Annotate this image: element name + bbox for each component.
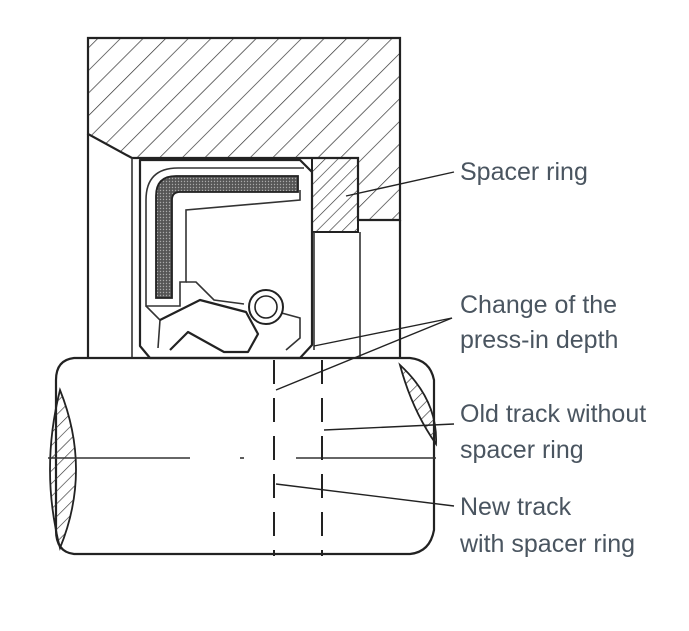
track-lines bbox=[273, 360, 323, 556]
metal-insert bbox=[155, 175, 299, 299]
label-new-line1: New track bbox=[460, 493, 572, 521]
label-old-line2: spacer ring bbox=[460, 436, 584, 464]
garter-spring bbox=[248, 289, 284, 325]
label-old-line1: Old track without bbox=[460, 400, 646, 428]
label-spacer-ring: Spacer ring bbox=[460, 158, 588, 186]
shaft bbox=[48, 356, 437, 556]
shaft-seal bbox=[138, 158, 315, 360]
leader-lines bbox=[275, 171, 455, 507]
label-new-line2: with spacer ring bbox=[459, 530, 635, 558]
label-change-line2: press-in depth bbox=[460, 326, 618, 354]
label-change-line1: Change of the bbox=[460, 291, 617, 319]
housing bbox=[86, 36, 402, 358]
